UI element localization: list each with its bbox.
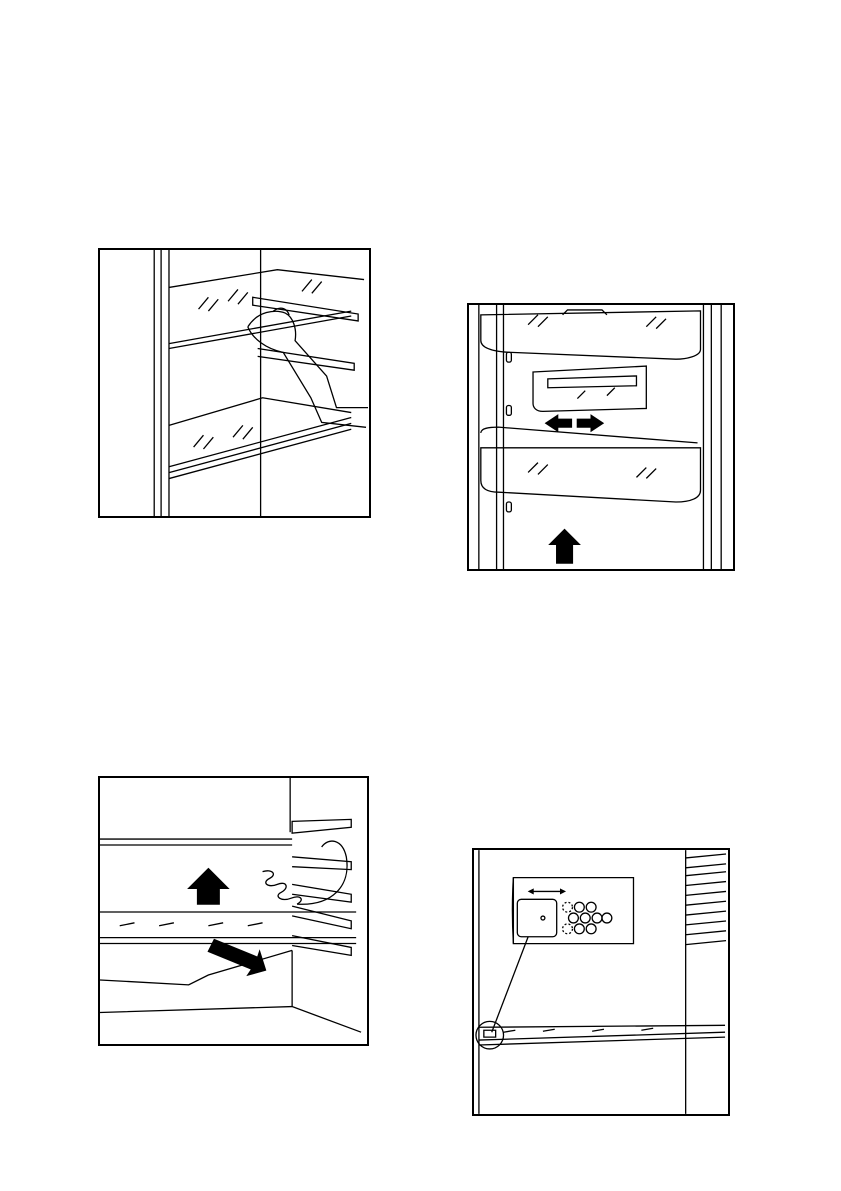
door-shelf-illustration [467,303,735,571]
shelf-removal-illustration [98,776,369,1046]
shelf-handling-illustration [98,248,371,518]
humidity-control-illustration [472,848,730,1116]
